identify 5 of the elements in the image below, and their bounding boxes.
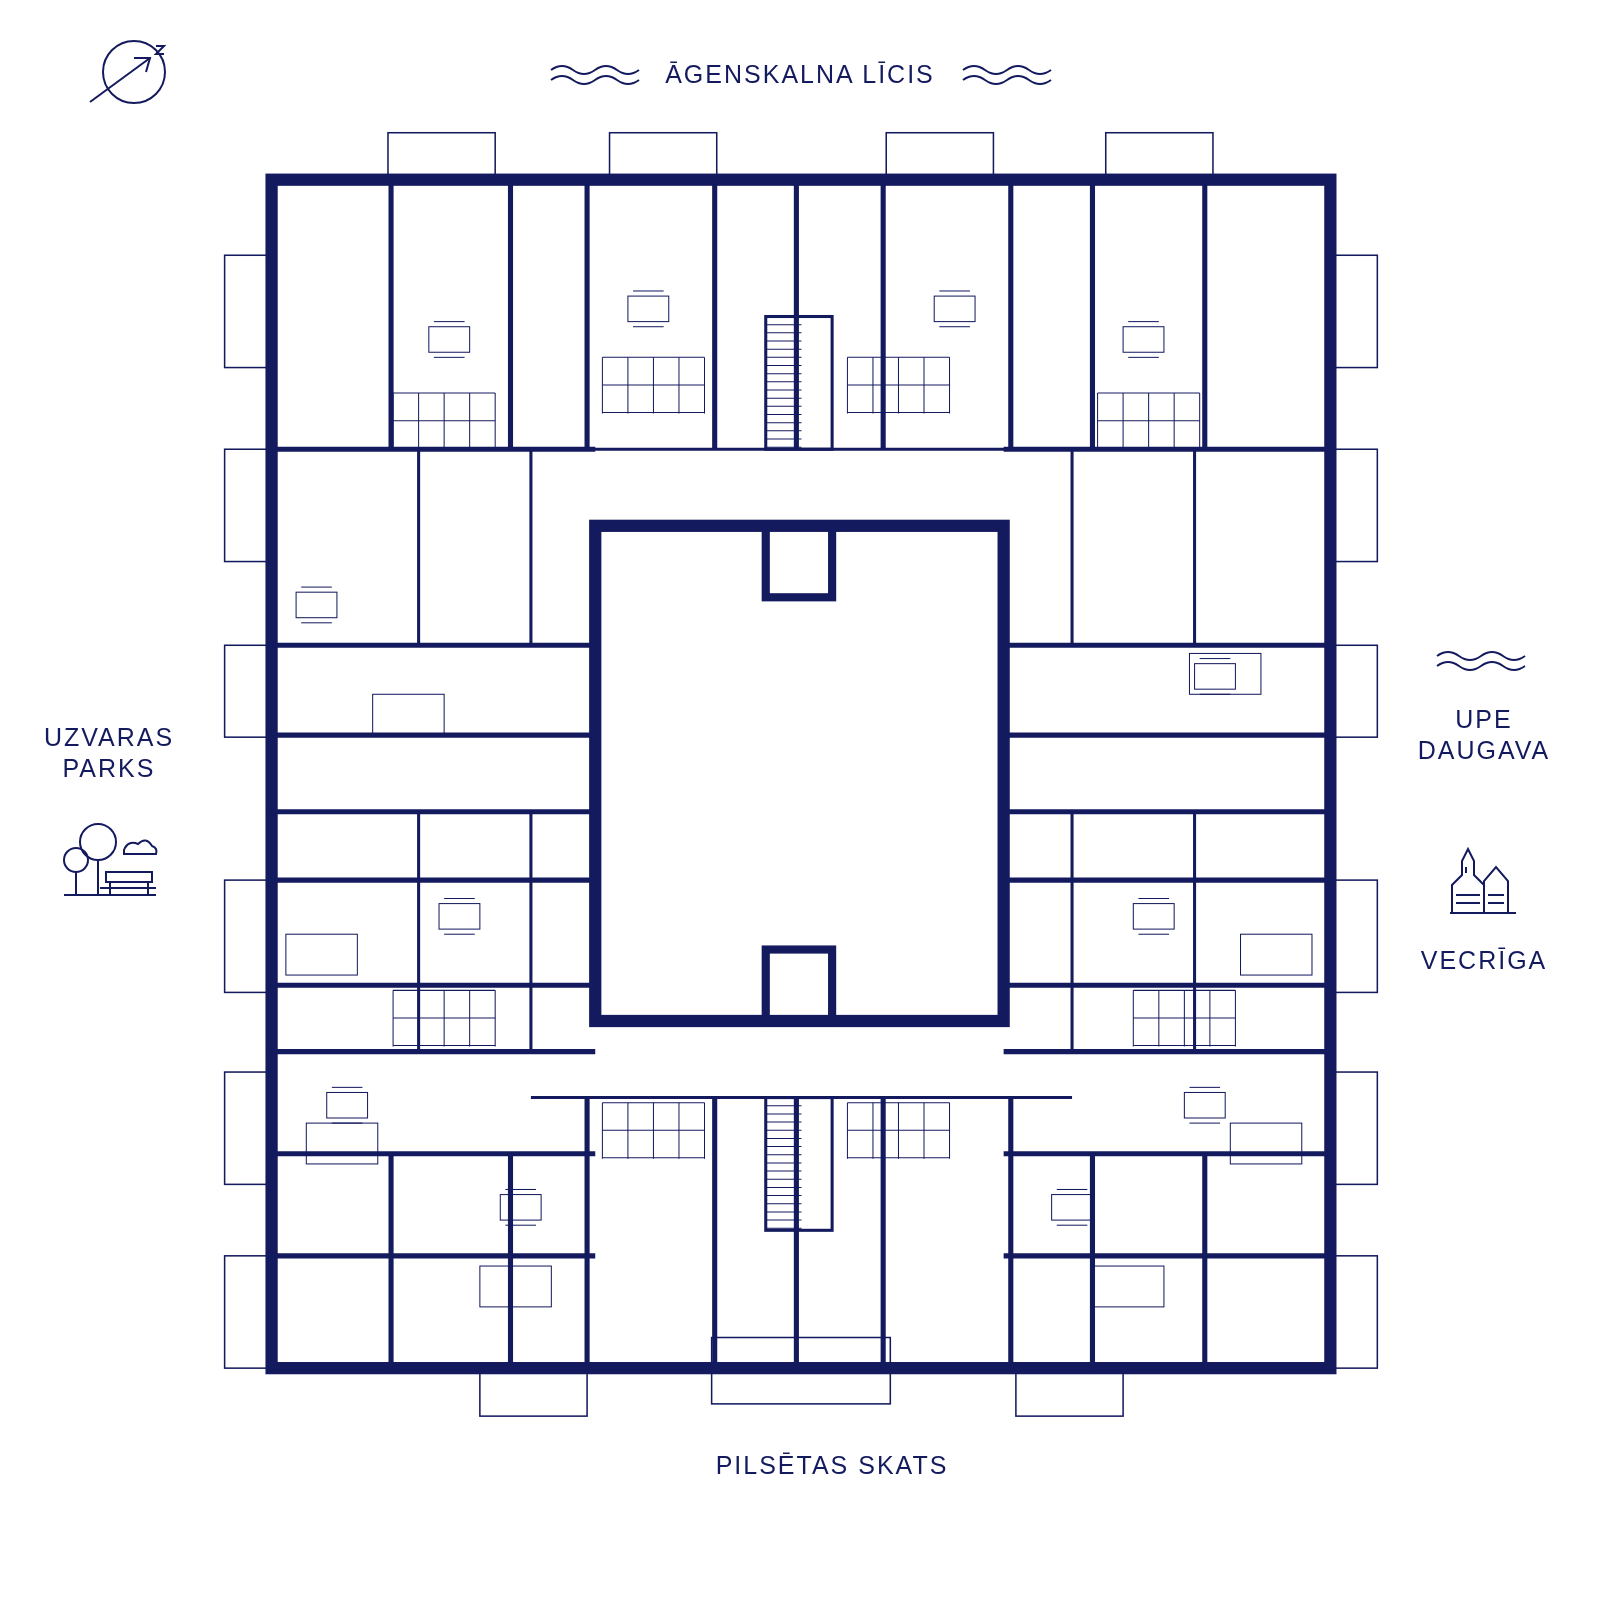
- view-label: UPE DAUGAVA: [1416, 704, 1552, 766]
- view-label: ĀGENSKALNA LĪCIS: [665, 58, 935, 90]
- view-label: PILSĒTAS SKATS: [715, 1449, 949, 1481]
- view-label: VECRĪGA: [1420, 944, 1548, 976]
- view-label: UZVARAS PARKS: [42, 722, 176, 784]
